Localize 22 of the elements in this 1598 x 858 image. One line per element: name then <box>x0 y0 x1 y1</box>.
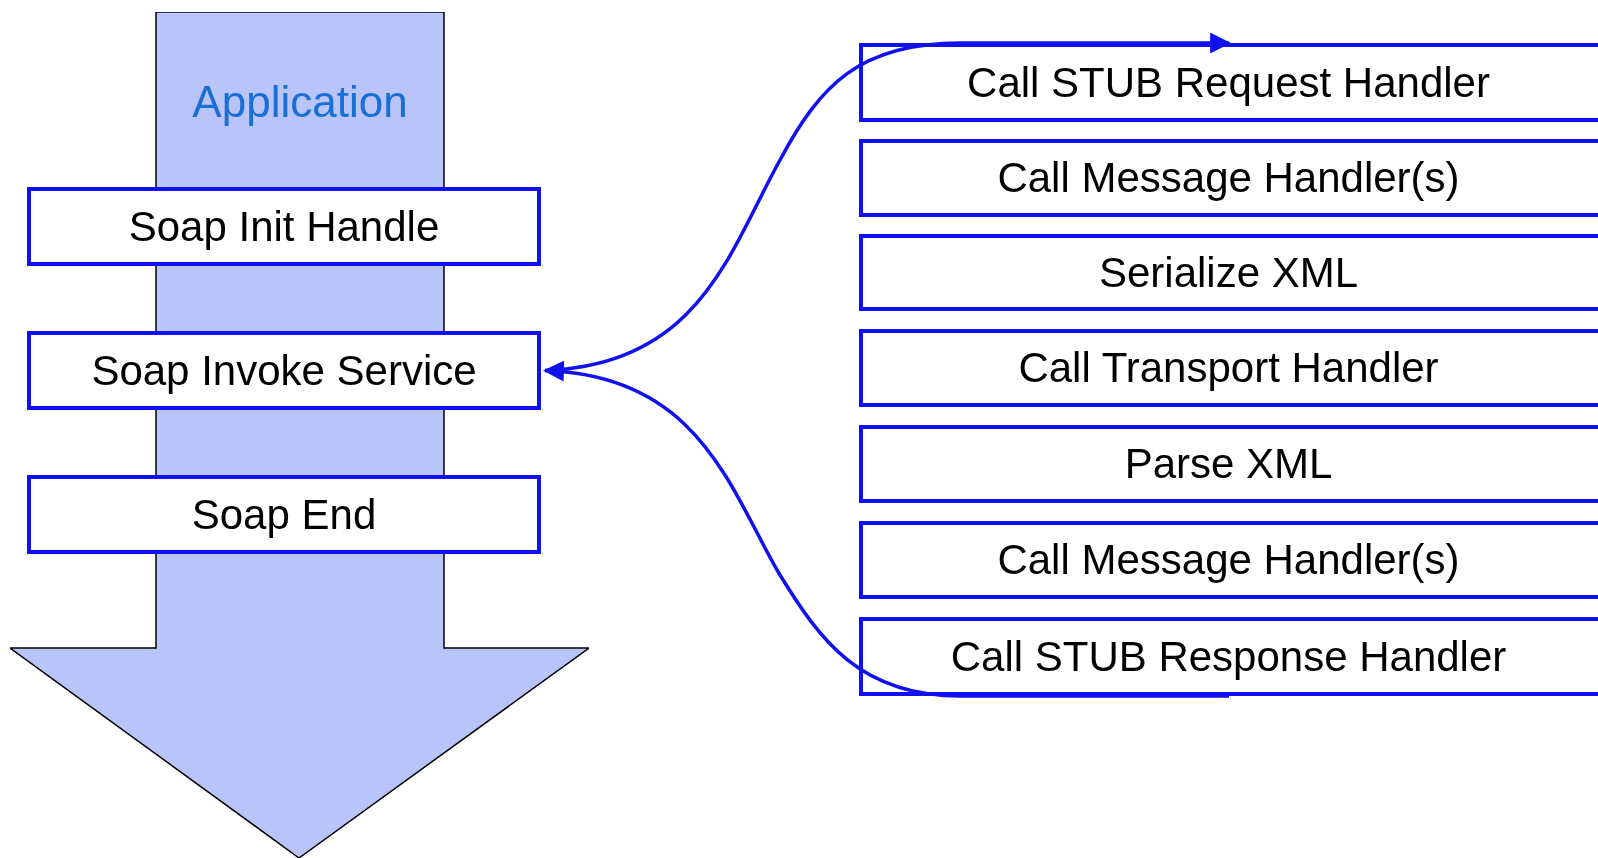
box-label: Call Message Handler(s) <box>997 157 1460 199</box>
process-box <box>859 617 1598 696</box>
process-box <box>859 139 1598 217</box>
curved-arrow <box>542 361 1229 698</box>
box-label: Call STUB Response Handler <box>950 635 1507 678</box>
process-box <box>859 329 1598 407</box>
process-box <box>859 234 1598 311</box>
process-box <box>859 521 1598 599</box>
box-label: Soap End <box>191 493 377 536</box>
box-label: Soap Invoke Service <box>91 349 477 392</box>
box-label: Serialize XML <box>1098 251 1359 294</box>
process-box <box>27 331 541 410</box>
process-box <box>859 425 1598 503</box>
box-label: Call STUB Request Handler <box>967 61 1490 104</box>
box-label: Call Transport Handler <box>1018 347 1439 389</box>
box-label: Call Message Handler(s) <box>997 539 1460 581</box>
process-box <box>27 475 541 554</box>
box-label: Soap Init Handle <box>128 205 440 248</box>
box-label: Parse XML <box>1124 443 1333 485</box>
arrow-label: Application <box>191 80 409 124</box>
process-box <box>859 43 1598 122</box>
process-box <box>27 187 541 266</box>
